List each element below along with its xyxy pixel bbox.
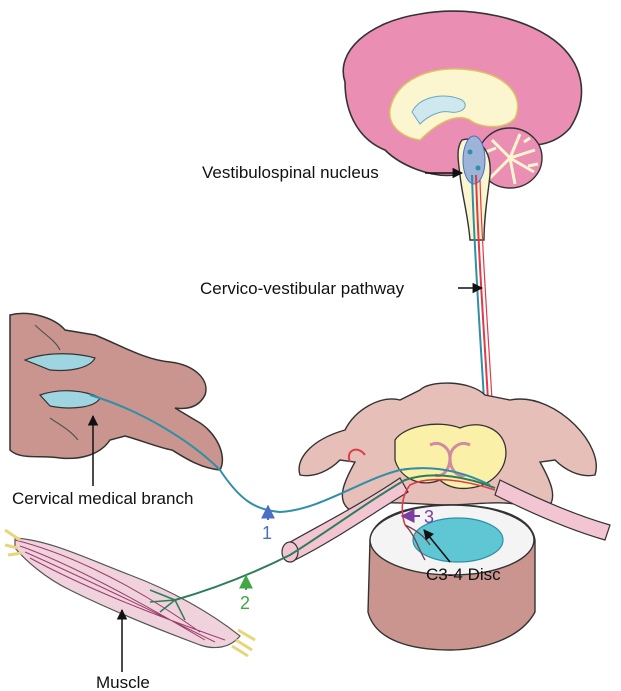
cervical-medical-branch-label: Cervical medical branch [12,490,193,507]
disc-label: C3-4 Disc [426,566,501,583]
muscle-label: Muscle [96,674,150,691]
brain [343,11,581,240]
vertebra-axial [282,383,610,650]
cervical-vertebra-lateral [10,313,222,470]
cervico-vestibular-pathway-label: Cervico-vestibular pathway [200,280,404,297]
vestibulospinal-nucleus-label: Vestibulospinal nucleus [202,164,379,181]
marker-2: 2 [240,594,250,612]
muscle-illustration [5,530,255,656]
marker-1: 1 [262,524,272,542]
marker-3: 3 [424,508,434,526]
nucleus-dot-2 [476,166,481,171]
vestibulospinal-nucleus-structure [463,136,485,184]
nucleus-dot-1 [468,150,473,155]
